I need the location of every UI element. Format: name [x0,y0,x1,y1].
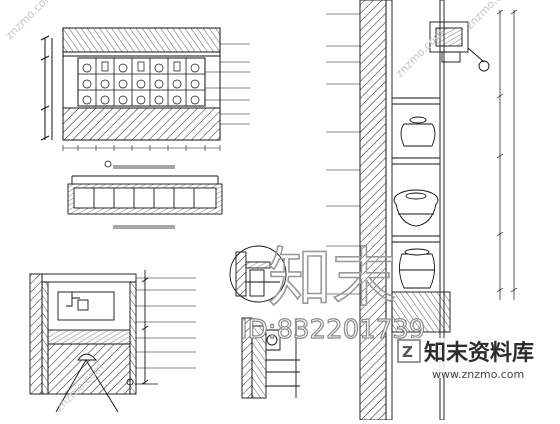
brand-logo [397,339,421,363]
watermark-diag-4: znzmo.com [463,0,517,32]
wall-leaders [326,13,360,295]
vase-upper [400,116,436,147]
cabinet-plan [67,175,223,215]
watermark-big-text: 知末 [268,242,396,316]
brand-badge: Z 知末资料库 www.znzmo.com [397,338,556,381]
cabinet-elevation [40,27,221,141]
brand-logo-mark: Z [402,343,413,361]
vase-lower [399,248,435,289]
view-title-3 [126,378,158,386]
detail-callout-lower [241,317,300,399]
bottom-dimension [62,145,221,151]
display-niches [78,58,205,106]
wall-section [359,0,451,421]
view-title-2 [113,225,175,229]
section-leaders [136,277,196,369]
section-detail [29,270,149,413]
vase-icons [82,61,200,105]
top-fixture [429,21,490,72]
elevation-leaders [205,43,250,125]
view-title-1 [104,160,175,169]
vase-middle [393,189,439,227]
watermark-diag-3: znzmo.com [393,27,447,81]
brand-name-cn: 知末资料库 [424,340,534,366]
brand-url: www.znzmo.com [432,368,524,381]
right-dimensions [496,9,518,300]
detail-callout-upper [229,245,287,303]
watermark-id-text: ID:832201739 [240,315,425,345]
